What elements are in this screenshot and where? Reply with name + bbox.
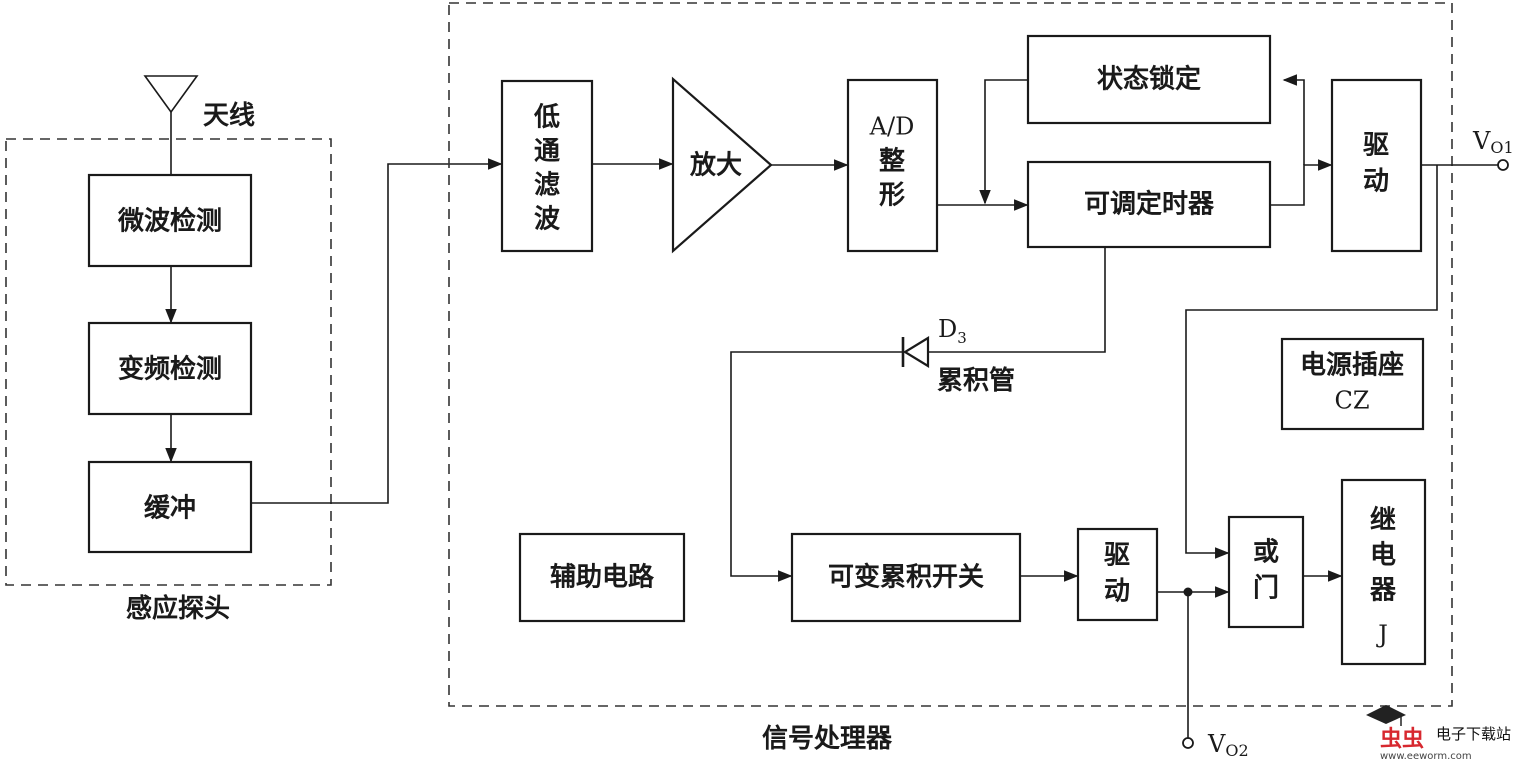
freq-detect-block: [87, 321, 253, 416]
adc-label: A/D: [869, 113, 915, 141]
driver-bottom-block: [1076, 527, 1159, 622]
wire-statelock-to-adc: [979, 79, 1028, 205]
watermark-logo: 虫虫: [1366, 705, 1424, 752]
microwave-detect-block: [87, 173, 253, 268]
relay-label-2: 电: [1370, 541, 1396, 571]
lowpass-label-1: 低: [533, 103, 560, 133]
antenna-icon: [143, 75, 199, 175]
lowpass-label-3: 滤: [534, 171, 560, 201]
relay-label-j: J: [1375, 621, 1388, 649]
power-socket-cz: CZ: [1334, 387, 1369, 415]
or-gate-label-1: 或: [1253, 538, 1279, 568]
watermark-url: www.eeworm.com: [1380, 751, 1472, 761]
driver-bottom-label-1: 驱: [1104, 541, 1130, 571]
state-lock-label: 状态锁定: [1097, 64, 1201, 95]
wire-driver-to-statelock: [1282, 74, 1305, 165]
relay-label-1: 继: [1370, 505, 1396, 536]
power-socket-label: 电源插座: [1300, 350, 1404, 381]
aux-circuit-block: [518, 532, 686, 623]
probe-caption: 感应探头: [126, 593, 230, 624]
amp-label: 放大: [689, 150, 742, 181]
or-gate-block: [1227, 515, 1305, 629]
aux-circuit-label: 辅助电路: [550, 562, 655, 593]
freq-detect-label: 变频检测: [118, 354, 222, 385]
processor-group-border: [448, 2, 1453, 707]
driver-bottom-label-2: 动: [1104, 577, 1130, 607]
wire-vo1-to-or: [1185, 165, 1438, 559]
relay-label-3: 器: [1369, 576, 1397, 606]
timer-label: 可调定时器: [1084, 189, 1215, 220]
wire-timer-to-diode: [928, 247, 1106, 353]
relay-block: [1340, 478, 1427, 666]
vo1-label: VO1: [1472, 127, 1514, 157]
lowpass-label-2: 通: [534, 137, 560, 167]
wire-diode-to-switch: [730, 351, 903, 582]
diode-d3-icon: [901, 336, 930, 368]
lowpass-filter-block: [500, 79, 594, 253]
microwave-detect-label: 微波检测: [117, 206, 222, 237]
driver-top-block: [1330, 78, 1423, 253]
buffer-label: 缓冲: [144, 493, 196, 524]
buffer-block: [87, 460, 253, 554]
amplifier-triangle: [671, 76, 773, 254]
vo2-terminal: [1182, 737, 1194, 749]
var-switch-block: [790, 532, 1022, 623]
adc-label-2: 整: [879, 146, 905, 177]
diode-label: 累积管: [937, 366, 1015, 396]
adc-block: [846, 78, 939, 253]
vo2-label: VO2: [1207, 730, 1249, 760]
processor-caption: 信号处理器: [762, 724, 893, 754]
driver-top-label-1: 驱: [1363, 131, 1389, 161]
antenna-label: 天线: [203, 101, 255, 131]
probe-group-border: [5, 138, 332, 586]
svg-text:虫虫: 虫虫: [1380, 726, 1424, 752]
wire-timer-to-driver: [1270, 159, 1333, 206]
var-switch-label: 可变累积开关: [828, 562, 984, 593]
watermark-brand: 电子下载站: [1436, 725, 1511, 743]
or-gate-label-2: 门: [1253, 574, 1279, 604]
power-socket-block: [1280, 337, 1425, 431]
vo1-terminal: [1497, 159, 1509, 171]
diode-ref-label: D3: [938, 315, 967, 347]
adc-label-3: 形: [879, 181, 905, 211]
driver-top-label-2: 动: [1363, 167, 1389, 197]
lowpass-label-4: 波: [534, 205, 561, 235]
wire-buffer-to-lowpass: [251, 158, 503, 504]
